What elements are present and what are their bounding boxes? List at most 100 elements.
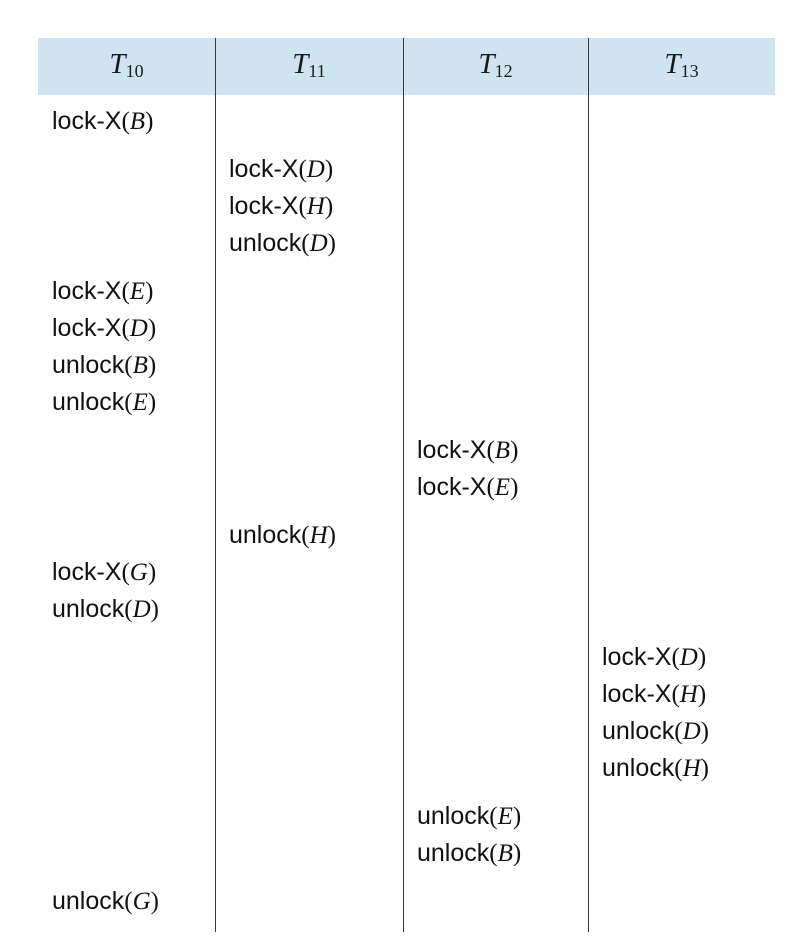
paren-close: ) — [145, 278, 154, 305]
data-item: D — [132, 596, 151, 623]
data-item: H — [306, 193, 325, 220]
operation-name: unlock — [52, 351, 125, 379]
transaction-subscript: 10 — [125, 61, 144, 82]
operation-name: lock-X — [417, 436, 487, 464]
operation-name: lock-X — [52, 107, 122, 135]
operation-name: lock-X — [417, 473, 487, 501]
paren-open: ( — [121, 278, 130, 305]
paren-close: ) — [512, 803, 522, 830]
operation-name: unlock — [52, 595, 125, 623]
paren-open: ( — [121, 315, 130, 342]
paren-close: ) — [510, 437, 519, 464]
operation-name: lock-X — [52, 558, 122, 586]
data-item: D — [129, 315, 148, 342]
schedule-row: lock-X(E) — [38, 273, 775, 310]
paren-open: ( — [301, 522, 310, 549]
paren-close: ) — [150, 888, 159, 915]
schedule-row: lock-X(B) — [38, 103, 775, 140]
column-header-t13: T13 — [588, 50, 775, 83]
paren-close: ) — [327, 522, 336, 549]
paren-close: ) — [700, 718, 709, 745]
paren-close: ) — [147, 389, 157, 416]
data-item: B — [494, 437, 511, 464]
operation-lock-x-d: lock-X(D) — [215, 155, 403, 183]
data-item: B — [129, 108, 146, 135]
data-item: H — [682, 755, 701, 782]
schedule-row: lock-X(D) — [38, 639, 775, 676]
paren-close: ) — [150, 596, 159, 623]
data-item: E — [497, 803, 513, 830]
schedule-row: unlock(D) — [38, 713, 775, 750]
operation-unlock-h: unlock(H) — [215, 521, 403, 549]
schedule-row: unlock(B) — [38, 835, 775, 872]
paren-open: ( — [671, 644, 680, 671]
data-item: D — [306, 156, 325, 183]
operation-name: unlock — [602, 754, 675, 782]
transaction-name: T — [664, 48, 681, 80]
paren-open: ( — [298, 156, 307, 183]
schedule-row: lock-X(H) — [38, 676, 775, 713]
paren-open: ( — [121, 108, 130, 135]
paren-close: ) — [324, 156, 334, 183]
paren-close: ) — [145, 108, 154, 135]
data-item: E — [494, 474, 511, 501]
operation-name: unlock — [417, 802, 490, 830]
schedule-row: lock-X(D) — [38, 310, 775, 347]
transaction-subscript: 11 — [308, 61, 326, 82]
operation-unlock-d: unlock(D) — [215, 231, 403, 257]
paren-close: ) — [700, 755, 709, 782]
data-item: D — [682, 718, 701, 745]
schedule-body: lock-X(B)lock-X(D)lock-X(H)unlock(D)lock… — [38, 95, 775, 932]
operation-name: unlock — [602, 717, 675, 745]
operation-lock-x-b: lock-X(B) — [38, 107, 215, 135]
operation-unlock-h: unlock(H) — [588, 754, 775, 782]
operation-name: lock-X — [229, 155, 299, 183]
paren-close: ) — [510, 474, 519, 501]
schedule-row: unlock(E) — [38, 798, 775, 835]
schedule-row: lock-X(H) — [38, 188, 775, 225]
paren-open: ( — [674, 718, 683, 745]
operation-name: lock-X — [229, 192, 299, 220]
column-divider — [588, 38, 589, 932]
operation-unlock-d: unlock(D) — [38, 595, 215, 623]
paren-open: ( — [486, 437, 495, 464]
operation-name: unlock — [229, 521, 302, 549]
paren-close: ) — [147, 352, 157, 379]
data-item: H — [679, 681, 698, 708]
data-item: B — [132, 352, 148, 379]
schedule-row: unlock(H) — [38, 750, 775, 787]
data-item: E — [132, 389, 148, 416]
operation-lock-x-e: lock-X(E) — [38, 278, 215, 305]
operation-name: lock-X — [602, 680, 672, 708]
operation-name: lock-X — [602, 643, 672, 671]
paren-close: ) — [147, 559, 157, 586]
operation-lock-x-h: lock-X(H) — [588, 680, 775, 708]
operation-lock-x-h: lock-X(H) — [215, 192, 403, 220]
column-header-t10: T10 — [38, 50, 215, 83]
transaction-subscript: 12 — [494, 61, 513, 82]
schedule-row: lock-X(G) — [38, 554, 775, 591]
operation-lock-x-g: lock-X(G) — [38, 558, 215, 586]
schedule-row: lock-X(D) — [38, 151, 775, 188]
data-item: E — [129, 278, 146, 305]
operation-unlock-e: unlock(E) — [403, 802, 588, 830]
paren-close: ) — [324, 193, 334, 220]
transaction-subscript: 13 — [680, 61, 699, 82]
paren-open: ( — [124, 352, 133, 379]
schedule-row: unlock(D) — [38, 225, 775, 262]
paren-open: ( — [671, 681, 680, 708]
data-item: G — [129, 559, 148, 586]
paren-open: ( — [124, 888, 133, 915]
paren-open: ( — [121, 559, 130, 586]
paren-close: ) — [147, 315, 157, 342]
operation-unlock-g: unlock(G) — [38, 888, 215, 915]
column-header-t12: T12 — [403, 50, 588, 83]
operation-unlock-b: unlock(B) — [38, 351, 215, 379]
operation-name: unlock — [417, 839, 490, 867]
schedule-row: unlock(G) — [38, 883, 775, 920]
transaction-name: T — [109, 48, 126, 80]
paren-open: ( — [489, 803, 498, 830]
operation-unlock-b: unlock(B) — [403, 839, 588, 867]
data-item: H — [309, 522, 328, 549]
